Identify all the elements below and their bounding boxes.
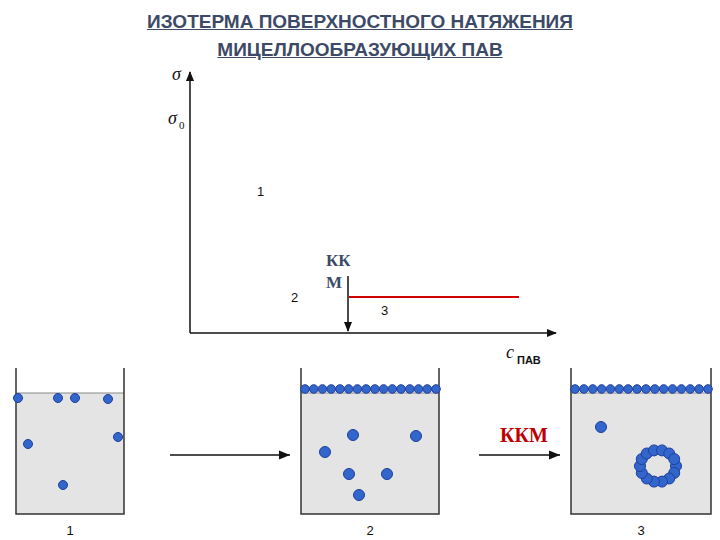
beaker-number: 3 bbox=[570, 523, 712, 538]
region-number: 3 bbox=[381, 303, 388, 318]
axis-subscript: 0 bbox=[179, 119, 185, 131]
beaker: 3 bbox=[570, 368, 712, 515]
beaker-number: 1 bbox=[15, 523, 125, 538]
beaker-drawing bbox=[300, 368, 440, 515]
process-arrow bbox=[479, 451, 560, 460]
x-axis bbox=[190, 332, 556, 334]
plateau-line bbox=[349, 296, 519, 298]
beaker: 1 bbox=[15, 368, 125, 515]
edge-label: ККМ bbox=[498, 424, 550, 447]
beaker-drawing bbox=[570, 368, 712, 515]
title: ИЗОТЕРМА ПОВЕРХНОСТНОГО НАТЯЖЕНИЯ МИЦЕЛЛ… bbox=[110, 8, 610, 64]
beaker-drawing bbox=[15, 368, 125, 515]
cmc-label: ККМ bbox=[326, 250, 354, 294]
process-arrow bbox=[170, 451, 290, 460]
y-axis bbox=[189, 72, 191, 333]
cmc-marker bbox=[347, 276, 349, 331]
axis-subscript: ПАВ bbox=[517, 354, 541, 366]
region-number: 1 bbox=[257, 184, 264, 199]
beaker-number: 2 bbox=[300, 523, 440, 538]
axis-label: σ bbox=[168, 108, 177, 129]
axis-label: σ bbox=[172, 64, 181, 85]
region-number: 2 bbox=[291, 290, 298, 305]
axis-label: c bbox=[506, 342, 514, 363]
beaker: 2 bbox=[300, 368, 440, 515]
